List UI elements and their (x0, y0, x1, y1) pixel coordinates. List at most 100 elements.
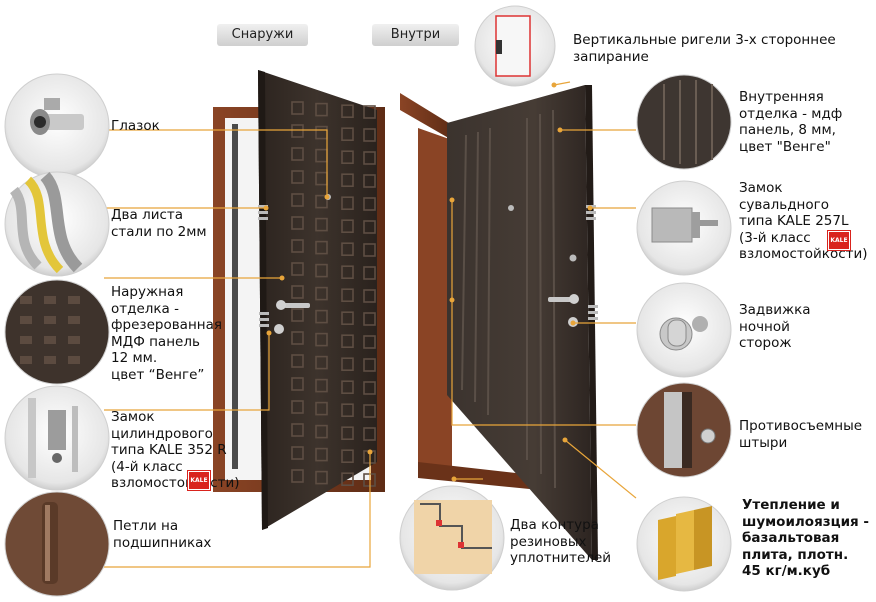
door-square (315, 102, 328, 117)
photo-outer-finish (4, 279, 110, 385)
door-square (315, 286, 328, 301)
label-cylinder-lock: Замок цилиндрового типа KALE 352 R (4-й … (111, 409, 240, 491)
door-square (341, 311, 354, 326)
photo-steel-sheets (4, 171, 110, 277)
door-square (291, 216, 304, 230)
label-lever-lock: Замок сувальдного типа KALE 257L (3-й кл… (739, 180, 868, 262)
door-square (315, 401, 328, 416)
door-square (291, 354, 304, 368)
door-square (363, 128, 376, 142)
door-square (341, 288, 354, 303)
label-peephole: Глазок (111, 118, 160, 134)
label-outer-finish: Наружная отделка - фрезерованная МДФ пан… (111, 284, 223, 383)
photo-anti-removal-pins (636, 382, 732, 478)
door-square (315, 194, 328, 209)
door-square (315, 447, 328, 462)
door-square (341, 173, 354, 187)
leader-vertical-bolts (553, 81, 571, 86)
tab-outside: Снаружи (217, 24, 308, 46)
door-square (291, 101, 304, 115)
door-square (315, 470, 328, 485)
label-two-seals: Два контура резиновых уплотнителей (510, 517, 612, 566)
label-two-sheets: Два листа стали по 2мм (111, 207, 207, 240)
door-square (315, 263, 328, 278)
label-inner-finish: Внутренняя отделка - мдф панель, 8 мм, ц… (739, 89, 843, 155)
door-square (363, 404, 376, 418)
door-square (291, 147, 304, 161)
door-square (341, 265, 354, 280)
door-square (363, 197, 376, 211)
inner-peephole (508, 205, 514, 211)
leader-cylinder-lock (104, 333, 270, 411)
door-square (291, 446, 304, 460)
photo-hinges (4, 491, 110, 597)
kale-badge-cylinder: KALE (187, 470, 211, 491)
door-square (341, 334, 354, 349)
door-square (341, 150, 354, 164)
photo-vertical-bolts (474, 5, 556, 87)
door-square (291, 423, 304, 437)
door-square (291, 193, 304, 207)
tab-inside: Внутри (372, 24, 459, 46)
door-square (315, 309, 328, 324)
outer-bolts (258, 205, 269, 327)
door-square (341, 449, 354, 464)
door-square (315, 355, 328, 370)
door-square (341, 426, 354, 441)
door-square (315, 240, 328, 255)
door-square (315, 424, 328, 439)
photo-inner-finish (636, 74, 732, 170)
door-square (291, 331, 304, 345)
leader-dots (263, 82, 593, 482)
door-square (363, 312, 376, 326)
cylinder-escutcheon (274, 324, 284, 334)
door-square (315, 332, 328, 347)
door-square (291, 308, 304, 322)
door-square (291, 170, 304, 184)
outer-handle-rosette (276, 300, 286, 310)
door-square (291, 239, 304, 253)
inner-handle-rosette (569, 294, 579, 304)
door-square (291, 469, 304, 483)
door-square (363, 220, 376, 234)
door-square (291, 377, 304, 391)
photo-peephole (4, 73, 110, 179)
leader-hinges (104, 452, 371, 568)
door-square (363, 266, 376, 280)
kale-badge-lever: KALE (827, 230, 851, 251)
door-square (363, 174, 376, 188)
photo-night-latch (636, 282, 732, 378)
photo-lever-lock (636, 180, 732, 276)
door-square (341, 219, 354, 233)
outer-door-leaf (258, 70, 377, 530)
photo-cylinder-lock (4, 385, 110, 491)
door-square (341, 242, 354, 256)
door-square (341, 357, 354, 372)
door-square (341, 380, 354, 395)
door-square (291, 285, 304, 299)
outer-door-handle (284, 303, 310, 308)
photo-insulation (636, 496, 732, 592)
label-insulation: Утепление и шумоилоязция - базальтовая п… (742, 497, 870, 579)
inner-door-frame (400, 93, 560, 492)
door-square (315, 217, 328, 232)
label-hinges: Петли на подшипниках (113, 518, 212, 551)
door-square (341, 196, 354, 210)
door-square (363, 335, 376, 349)
door-square (315, 378, 328, 393)
door-square (363, 427, 376, 441)
door-square (291, 400, 304, 414)
door-square (363, 105, 376, 119)
door-square (291, 262, 304, 276)
door-square (341, 104, 354, 118)
door-square (363, 358, 376, 372)
door-square (341, 403, 354, 418)
door-square (291, 124, 304, 138)
photo-seal-profile (399, 485, 505, 591)
leader-lines (104, 81, 637, 568)
leader-peephole (104, 129, 328, 197)
label-vertical-bolts: Вертикальные ригели 3-х стороннее запира… (573, 32, 836, 65)
door-square (363, 381, 376, 395)
door-square-pattern (291, 101, 376, 487)
